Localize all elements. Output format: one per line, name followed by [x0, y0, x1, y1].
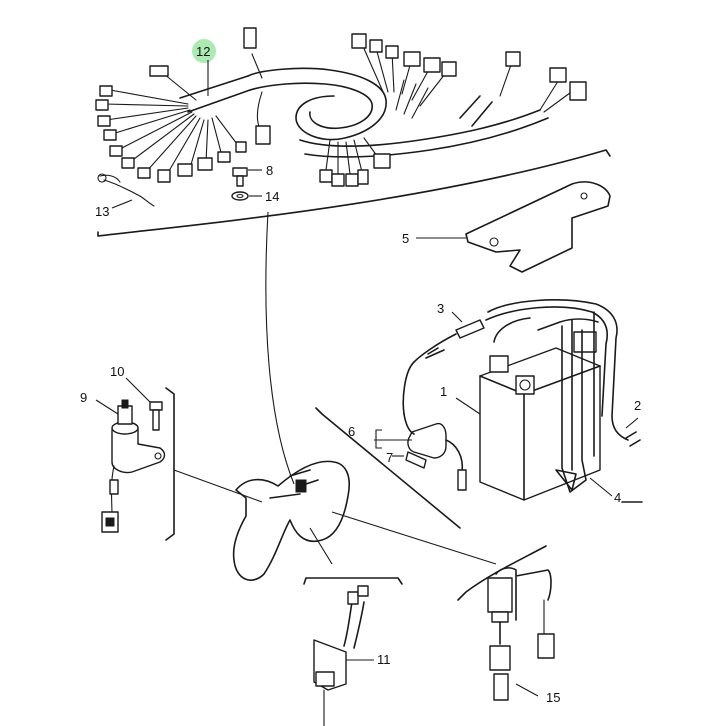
callout-2[interactable]: 2: [634, 398, 641, 413]
starter-relay[interactable]: [374, 413, 467, 491]
callout-10[interactable]: 10: [110, 364, 124, 379]
switch-bolt[interactable]: [125, 377, 163, 431]
wire-harness[interactable]: [95, 27, 611, 237]
fuse-holder[interactable]: [402, 311, 485, 415]
callout-7[interactable]: 7: [386, 450, 393, 465]
battery[interactable]: [455, 317, 601, 501]
neutral-switch[interactable]: [303, 577, 403, 726]
battery-bracket[interactable]: [416, 181, 611, 273]
rear-harness[interactable]: [457, 545, 555, 701]
callout-12[interactable]: 12: [196, 44, 210, 59]
callout-1[interactable]: 1: [440, 384, 447, 399]
callout-4[interactable]: 4: [614, 490, 621, 505]
callout-11[interactable]: 11: [377, 652, 391, 667]
callout-3[interactable]: 3: [437, 301, 444, 316]
highlight-marker: [192, 39, 216, 63]
callout-9[interactable]: 9: [80, 390, 87, 405]
callout-15[interactable]: 15: [546, 690, 560, 705]
callout-5[interactable]: 5: [402, 231, 409, 246]
relay-fuse[interactable]: [375, 429, 427, 469]
callout-13[interactable]: 13: [95, 204, 109, 219]
breather-pipe[interactable]: [485, 299, 641, 447]
washer[interactable]: [231, 191, 262, 201]
callout-14[interactable]: 14: [265, 189, 279, 204]
callout-8[interactable]: 8: [266, 163, 273, 178]
main-switch[interactable]: [95, 387, 175, 541]
motorcycle-silhouette: [232, 460, 350, 581]
callout-6[interactable]: 6: [348, 424, 355, 439]
wire-band[interactable]: [97, 173, 155, 209]
battery-band[interactable]: [555, 311, 613, 497]
bolt-small[interactable]: [232, 167, 262, 187]
